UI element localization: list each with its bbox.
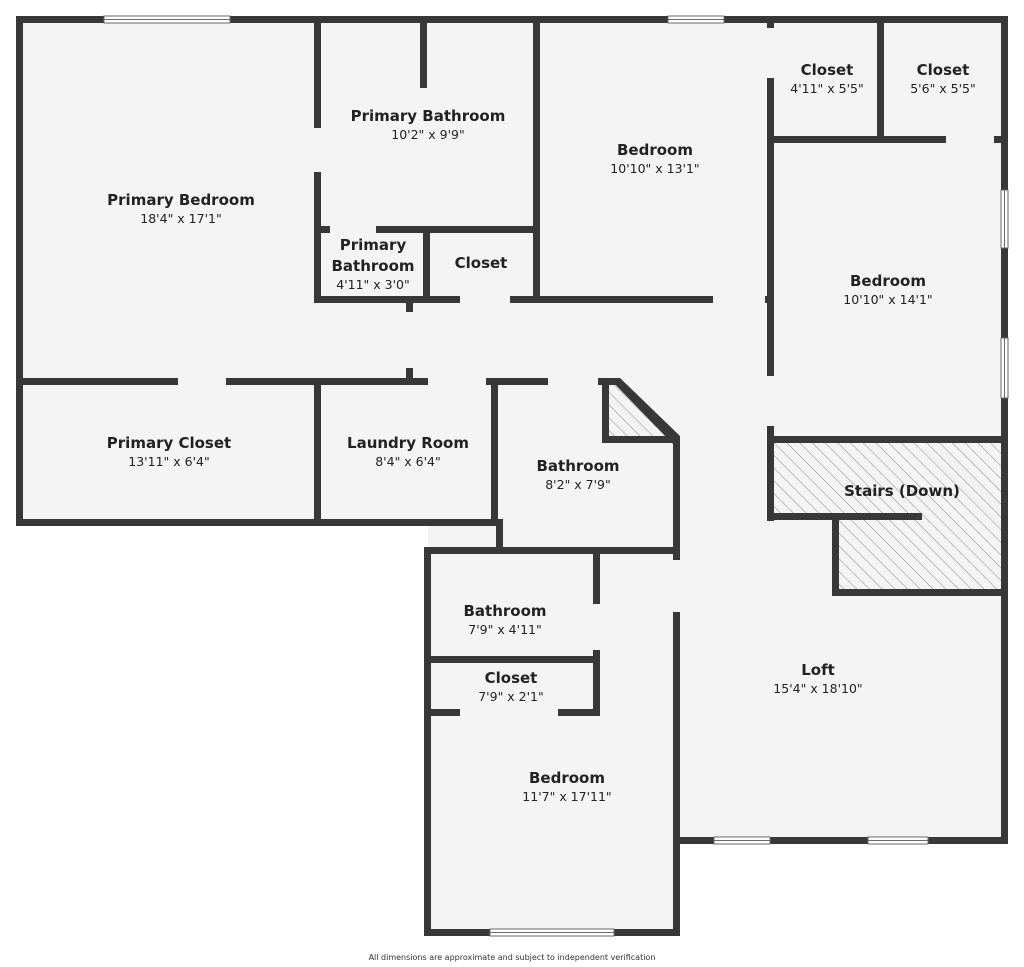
room-bedroom-bottom: Bedroom 11'7" x 17'11" (522, 769, 611, 804)
room-name: Loft (801, 661, 835, 679)
room-bedroom-top: Bedroom 10'10" x 13'1" (610, 141, 699, 176)
room-name: Bedroom (529, 769, 605, 787)
room-dims: 5'6" x 5'5" (910, 81, 976, 96)
room-name: Bathroom (463, 602, 546, 620)
room-dims: 10'10" x 14'1" (843, 292, 932, 307)
room-dims: 8'2" x 7'9" (545, 477, 611, 492)
room-name-line1: Primary (340, 236, 407, 254)
room-closet-1: Closet 4'11" x 5'5" (790, 61, 863, 96)
room-name: Primary Bedroom (107, 191, 255, 209)
room-dims: 7'9" x 2'1" (478, 689, 544, 704)
room-name: Closet (917, 61, 970, 79)
room-name: Bedroom (850, 272, 926, 290)
room-dims: 10'2" x 9'9" (391, 127, 464, 142)
room-dims: 11'7" x 17'11" (522, 789, 611, 804)
room-primary-closet: Primary Closet 13'11" x 6'4" (107, 434, 231, 469)
room-dims: 4'11" x 3'0" (336, 277, 409, 292)
windows (103, 15, 1009, 937)
room-name: Bedroom (617, 141, 693, 159)
room-name: Closet (455, 254, 508, 272)
room-dims: 13'11" x 6'4" (128, 454, 209, 469)
room-bathroom-center: Bathroom 8'2" x 7'9" (536, 457, 619, 492)
room-bathroom-lower: Bathroom 7'9" x 4'11" (463, 602, 546, 637)
room-name: Closet (801, 61, 854, 79)
floor-area (20, 20, 1005, 932)
door-openings (178, 28, 994, 716)
room-name: Bathroom (536, 457, 619, 475)
room-name: Stairs (Down) (844, 482, 960, 500)
room-bedroom-right: Bedroom 10'10" x 14'1" (843, 272, 932, 307)
room-dims: 10'10" x 13'1" (610, 161, 699, 176)
room-dims: 7'9" x 4'11" (468, 622, 541, 637)
room-stairs: Stairs (Down) (844, 482, 960, 500)
room-name: Primary Closet (107, 434, 231, 452)
room-primary-bathroom: Primary Bathroom 10'2" x 9'9" (351, 107, 506, 142)
room-dims: 8'4" x 6'4" (375, 454, 441, 469)
room-laundry: Laundry Room 8'4" x 6'4" (347, 434, 469, 469)
room-dims: 15'4" x 18'10" (773, 681, 862, 696)
room-name: Primary Bathroom (351, 107, 506, 125)
room-primary-bedroom: Primary Bedroom 18'4" x 17'1" (107, 191, 255, 226)
room-name-line2: Bathroom (331, 257, 414, 275)
room-name: Laundry Room (347, 434, 469, 452)
stairs-hatch (773, 443, 1001, 590)
room-closet-lower: Closet 7'9" x 2'1" (478, 669, 544, 704)
room-dims: 18'4" x 17'1" (140, 211, 221, 226)
room-name: Closet (485, 669, 538, 687)
room-closet-2: Closet 5'6" x 5'5" (910, 61, 976, 96)
room-dims: 4'11" x 5'5" (790, 81, 863, 96)
room-closet-primary: Closet (455, 254, 508, 272)
room-primary-bathroom-small: Primary Bathroom 4'11" x 3'0" (331, 236, 414, 292)
disclaimer-note: All dimensions are approximate and subje… (368, 953, 656, 962)
room-loft: Loft 15'4" x 18'10" (773, 661, 862, 696)
